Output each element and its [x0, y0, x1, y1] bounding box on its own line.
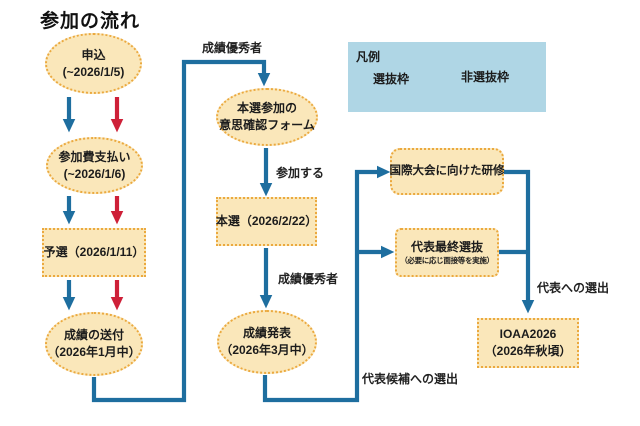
node-fee-payment: 参加費支払い (~2026/1/6)	[46, 137, 143, 194]
node-fee-payment-date: (~2026/1/6)	[63, 166, 126, 181]
node-final-selection-label: 代表最終選抜	[410, 239, 483, 254]
node-ioaa2026: IOAA2026 （2026年秋頃）	[477, 318, 579, 368]
node-score-delivery-label: 成績の送付	[63, 328, 124, 343]
node-final-selection: 代表最終選抜 （必要に応じ面接等を実施）	[395, 228, 499, 277]
node-final-selection-note: （必要に応じ面接等を実施）	[400, 255, 494, 265]
legend-selection-label: 選抜枠	[373, 72, 410, 86]
edge-label-top-performers-1: 成績優秀者	[202, 41, 263, 55]
node-final-round-label: 本選（2026/2/22）	[215, 214, 318, 229]
legend-nonselection-label: 非選抜枠	[461, 70, 510, 84]
node-intent-form-label1: 本選参加の	[236, 101, 297, 116]
node-score-delivery-date: （2026年1月中）	[47, 345, 141, 359]
node-apply-date: (~2026/1/5)	[62, 64, 125, 79]
node-training: 国際大会に向けた研修	[389, 148, 505, 195]
edge-label-top-performers-2: 成績優秀者	[278, 272, 339, 286]
legend-box: 凡例 選抜枠 非選抜枠	[348, 42, 546, 112]
node-intent-form: 本選参加の 意思確認フォーム	[216, 88, 318, 146]
node-intent-form-label2: 意思確認フォーム	[219, 118, 315, 132]
node-results-date: （2026年3月中）	[220, 343, 314, 357]
node-results-label: 成績発表	[242, 326, 291, 341]
arrow-training-ioaa	[503, 169, 535, 314]
node-final-round: 本選（2026/2/22）	[216, 197, 317, 246]
node-ioaa2026-date: （2026年秋頃）	[484, 344, 572, 358]
page-title: 参加の流れ	[40, 11, 141, 32]
node-fee-payment-label: 参加費支払い	[58, 149, 131, 164]
node-training-label: 国際大会に向けた研修	[389, 165, 505, 178]
node-apply: 申込 (~2026/1/5)	[45, 33, 142, 94]
edge-label-representative-selection: 代表への選出	[537, 281, 610, 295]
node-qualifier-label: 予選（2026/1/11）	[43, 245, 145, 260]
legend-title: 凡例	[356, 50, 381, 64]
node-ioaa2026-label: IOAA2026	[499, 327, 557, 342]
edge-label-participate: 参加する	[276, 166, 325, 180]
node-apply-label: 申込	[81, 47, 106, 62]
node-qualifier: 予選（2026/1/11）	[42, 228, 146, 277]
node-score-delivery: 成績の送付 （2026年1月中）	[45, 312, 143, 376]
node-results-announcement: 成績発表 （2026年3月中）	[217, 310, 317, 374]
edge-label-candidate-selection: 代表候補への選出	[362, 372, 459, 386]
